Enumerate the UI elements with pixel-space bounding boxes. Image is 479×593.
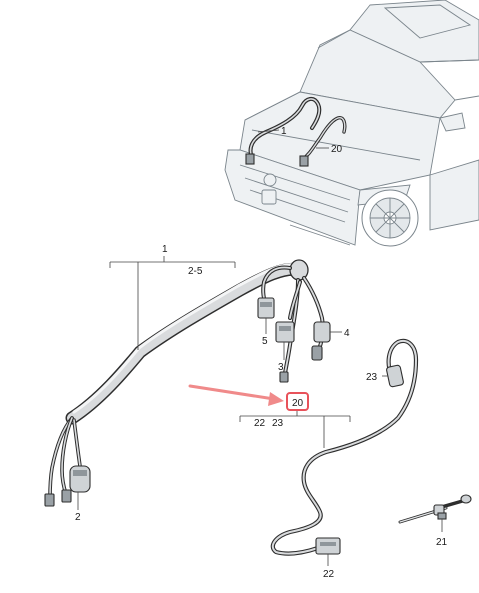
- connector-3: [275, 321, 295, 343]
- callout-23-a: 23: [272, 418, 284, 429]
- callout-22-b: 22: [323, 569, 335, 580]
- main-harness: [44, 259, 331, 507]
- callout-5: 5: [262, 336, 268, 347]
- connector-4: [313, 321, 331, 343]
- car-callout-20: 20: [331, 144, 343, 155]
- connector-23: [386, 364, 404, 388]
- callout-3: 3: [278, 362, 284, 373]
- pin-connector-a: [44, 493, 55, 507]
- part-1-bracket: 1 2-5: [109, 244, 236, 350]
- pointer-arrow: [188, 384, 284, 406]
- harness-20: [270, 338, 419, 556]
- callout-23-b: 23: [366, 372, 378, 383]
- callout-2: 2: [75, 512, 81, 523]
- cable-tie-21: [398, 494, 472, 532]
- callout-21: 21: [436, 537, 448, 548]
- part-20-bracket: 20 22 23: [239, 398, 351, 448]
- callout-20: 20: [292, 398, 304, 409]
- car-callout-1: 1: [281, 126, 287, 137]
- connector-5: [257, 297, 275, 319]
- callout-4: 4: [344, 328, 350, 339]
- connector-2: [69, 465, 91, 493]
- highlight-box: [286, 392, 309, 411]
- callout-2-5: 2-5: [188, 266, 203, 277]
- pin-connector-b: [61, 489, 72, 503]
- callout-1: 1: [162, 244, 168, 255]
- callout-22-a: 22: [254, 418, 266, 429]
- vehicle-illustration: 1 20: [224, 0, 479, 247]
